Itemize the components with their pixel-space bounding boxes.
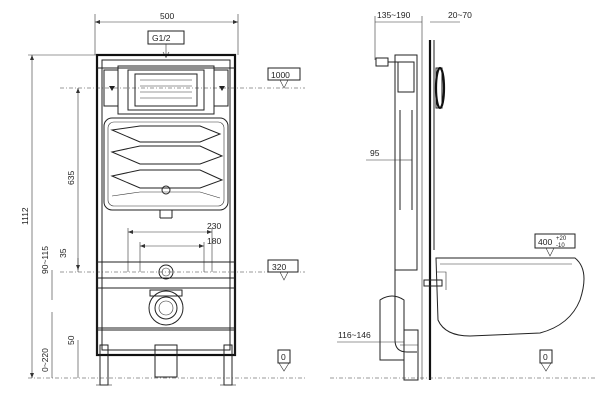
dim-20-70-label: 20~70 bbox=[448, 10, 472, 20]
toilet-bowl bbox=[435, 257, 585, 337]
cistern-body bbox=[103, 117, 229, 211]
dim-50-label: 50 bbox=[66, 335, 76, 345]
level-0-side-box bbox=[539, 349, 553, 364]
frame-outer bbox=[95, 53, 237, 357]
flush-plate bbox=[434, 66, 446, 110]
level-0-front-box bbox=[277, 349, 291, 364]
g12-label: G1/2 bbox=[152, 33, 171, 43]
dim-230-label: 230 bbox=[207, 221, 221, 231]
dim-width-label: 500 bbox=[160, 11, 174, 21]
level-0-side-label: 0 bbox=[543, 352, 548, 362]
dim-180-label: 180 bbox=[207, 236, 221, 246]
tol-minus-label: -10 bbox=[556, 243, 565, 249]
dim-90-115-label: 90~115 bbox=[40, 246, 50, 274]
dim-116-146-label: 116~146 bbox=[338, 330, 371, 340]
dim-95-label: 95 bbox=[370, 148, 380, 158]
level-320-box bbox=[267, 259, 299, 273]
dim-0-220-label: 0~220 bbox=[40, 348, 50, 372]
dim-635-label: 635 bbox=[66, 171, 76, 185]
level-320-label: 320 bbox=[272, 262, 286, 272]
level-400-label: 400 bbox=[538, 237, 552, 247]
tol-plus-label: +20 bbox=[556, 236, 567, 242]
level-1000-box bbox=[267, 67, 301, 81]
dim-1112-label: 1112 bbox=[20, 207, 30, 225]
drain-outlet bbox=[148, 290, 184, 326]
dim-135-190-label: 135~190 bbox=[377, 10, 411, 20]
cistern-top bbox=[117, 65, 215, 115]
front-view: 500 G1/2 bbox=[20, 11, 305, 386]
level-400-box bbox=[534, 233, 576, 249]
level-0-front-label: 0 bbox=[281, 352, 286, 362]
side-view: 135~190 20~70 95 400 +20 -10 bbox=[330, 10, 595, 381]
dim-35-label: 35 bbox=[58, 248, 68, 258]
level-1000-label: 1000 bbox=[271, 70, 290, 80]
frame-side bbox=[394, 54, 418, 271]
